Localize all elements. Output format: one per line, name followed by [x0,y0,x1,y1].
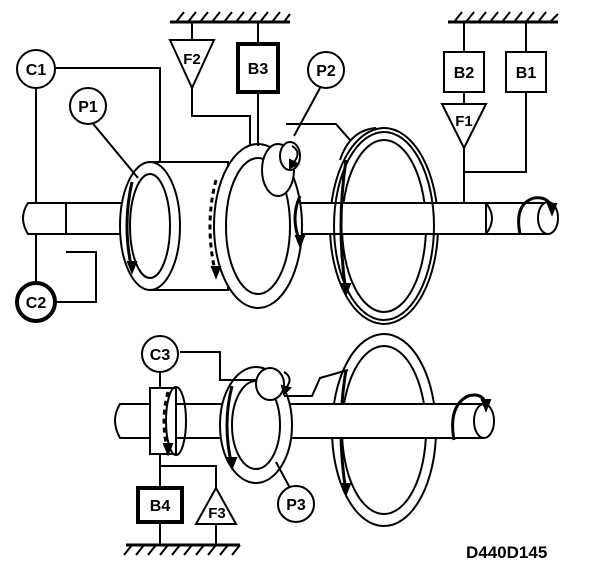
one-way-clutch-f3: F3 [194,485,238,525]
clutch-c1-label: C1 [26,62,47,79]
one-way-clutch-f2: F2 [168,39,216,91]
brake-b2-label: B2 [454,65,475,82]
top-connection-lines [35,22,527,303]
ground-hatch-top-right [448,11,559,24]
p3-pinion-gear [255,367,285,401]
planetary-p3: P3 [277,485,315,523]
one-way-clutch-f3-label: F3 [208,505,226,522]
brake-b1: B1 [505,51,547,93]
one-way-clutch-f2-label: F2 [183,51,201,68]
planetary-p3-label: P3 [286,497,306,514]
brake-b3: B3 [236,42,280,94]
bottom-output-rotation-arrow [451,393,488,441]
top-output-rotation-arrow [517,196,554,235]
p2-planetary-set [208,141,306,309]
p1-planetary-set [119,161,229,291]
clutch-c3-label: C3 [150,347,171,364]
brake-b4-label: B4 [150,498,171,515]
one-way-clutch-f1: F1 [440,103,488,151]
planetary-p2-label: P2 [316,63,336,80]
ground-hatch-top-center [170,11,291,24]
top-gear-train [22,123,559,325]
brake-b3-label: B3 [248,61,269,78]
clutch-c2: C2 [15,281,57,323]
figure-reference-code: D440D145 [466,543,547,562]
c3-clutch-drum [149,386,187,457]
one-way-clutch-f1-label: F1 [455,113,473,130]
bottom-connection-lines [159,351,291,545]
planetary-p2: P2 [307,51,345,89]
planetary-p1: P1 [69,87,107,125]
brake-b1-label: B1 [516,65,537,82]
clutch-c2-label: C2 [26,295,47,312]
p3-planetary-set [219,366,293,484]
clutch-c3: C3 [141,335,179,373]
brake-b2: B2 [443,51,485,93]
top-front-ring-gear [333,131,435,321]
ground-hatch-bottom-left [123,543,241,556]
brake-b4: B4 [136,486,184,524]
clutch-c1: C1 [16,49,56,89]
planetary-p1-label: P1 [78,99,98,116]
bottom-gear-train [114,333,495,527]
